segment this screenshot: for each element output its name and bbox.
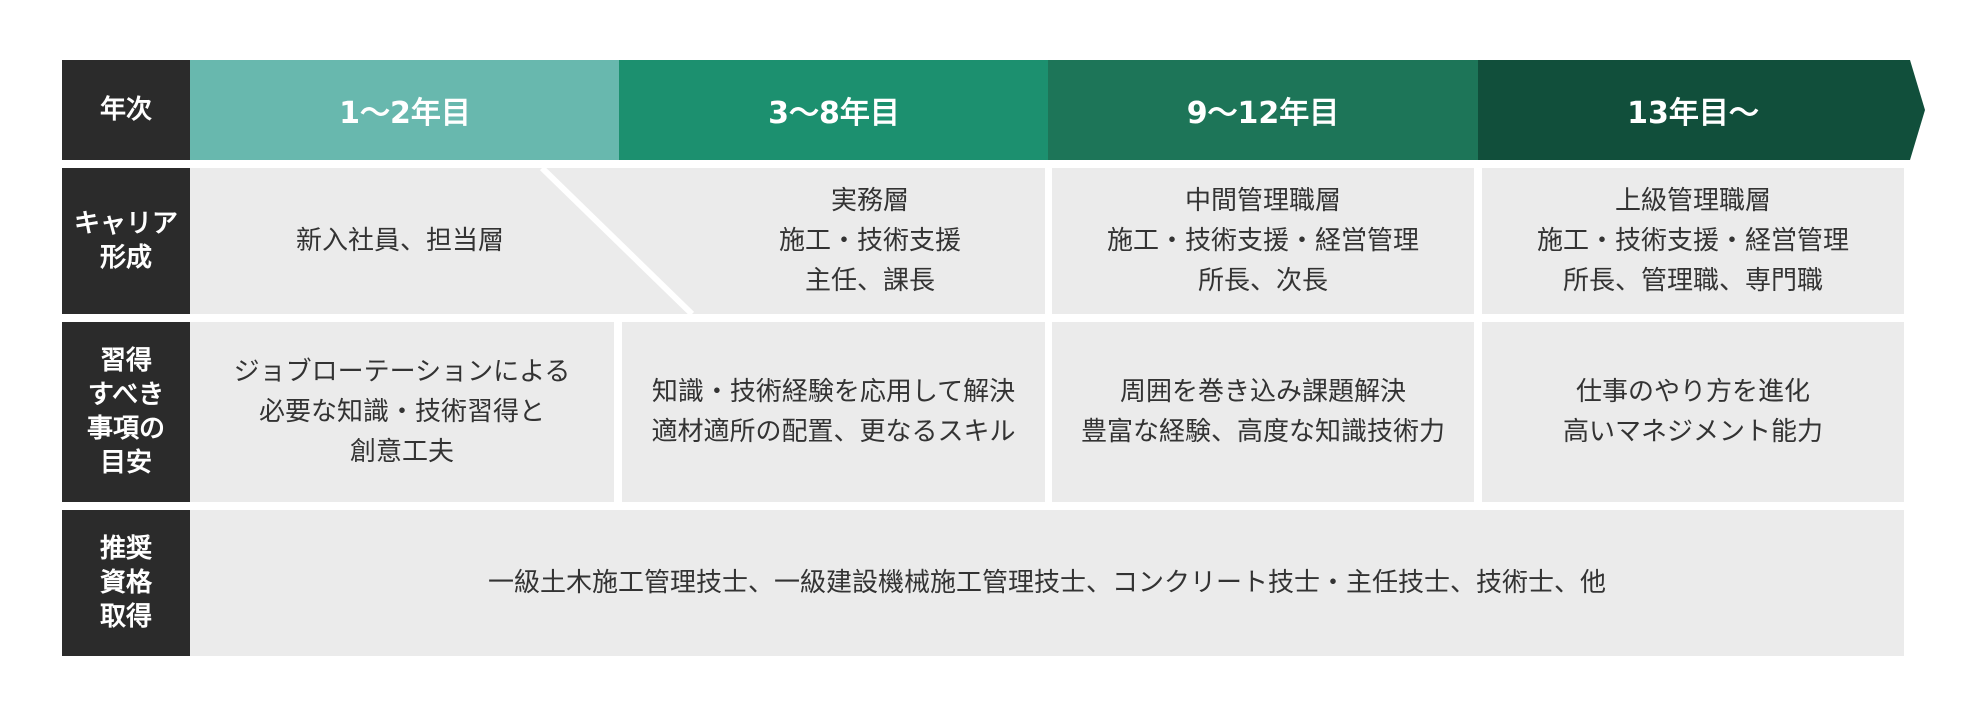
row-label-year: 年次	[62, 60, 190, 160]
year-band-1	[190, 60, 620, 160]
career-cell-2: 実務層 施工・技術支援 主任、課長	[778, 186, 961, 296]
career-cell-3: 中間管理職層 施工・技術支援・経営管理 所長、次長	[1052, 168, 1474, 314]
year-header-band	[190, 60, 1925, 160]
year-label-4: 13年目〜	[1627, 96, 1759, 131]
skills-cell-3: 周囲を巻き込み課題解決 豊富な経験、高度な知識技術力	[1052, 322, 1474, 502]
row-label-career: キャリア 形成	[62, 168, 190, 314]
year-band-4-arrow	[1478, 60, 1925, 160]
career-diagonal-divider	[539, 168, 695, 314]
year-label-1: 1〜2年目	[339, 96, 471, 131]
career-cell-1: 新入社員、担当層	[295, 226, 504, 256]
row-label-qualification: 推奨 資格 取得	[62, 510, 190, 656]
skills-cell-2: 知識・技術経験を応用して解決 適材適所の配置、更なるスキル	[622, 322, 1045, 502]
row-label-skills: 習得 すべき 事項の 目安	[62, 322, 190, 502]
year-band-2	[619, 60, 1049, 160]
skills-cell-1: ジョブローテーションによる 必要な知識・技術習得と 創意工夫	[190, 322, 614, 502]
year-label-2: 3〜8年目	[768, 96, 900, 131]
career-cell-4: 上級管理職層 施工・技術支援・経営管理 所長、管理職、専門職	[1482, 168, 1904, 314]
year-band-3	[1048, 60, 1479, 160]
qualification-cell: 一級土木施工管理技士、一級建設機械施工管理技士、コンクリート技士・主任技士、技術…	[190, 510, 1904, 656]
year-label-3: 9〜12年目	[1186, 96, 1340, 131]
skills-cell-4: 仕事のやり方を進化 高いマネジメント能力	[1482, 322, 1904, 502]
